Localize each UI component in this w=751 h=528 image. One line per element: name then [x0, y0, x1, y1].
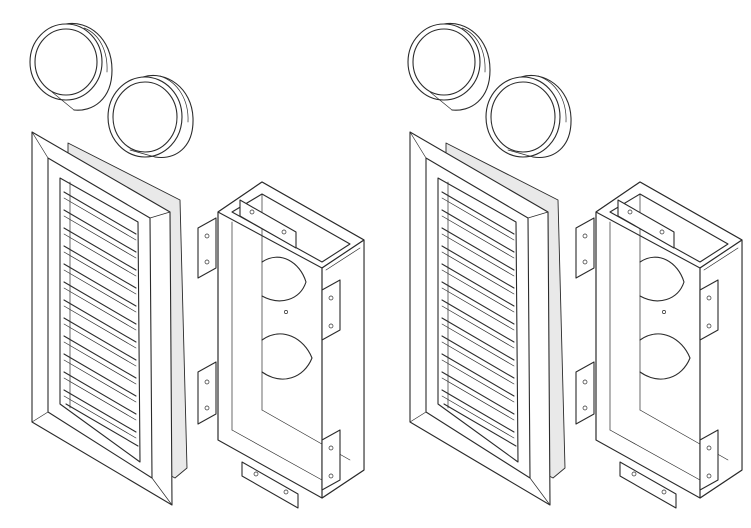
kit-left: [29, 22, 365, 509]
kit-right: [407, 22, 743, 509]
